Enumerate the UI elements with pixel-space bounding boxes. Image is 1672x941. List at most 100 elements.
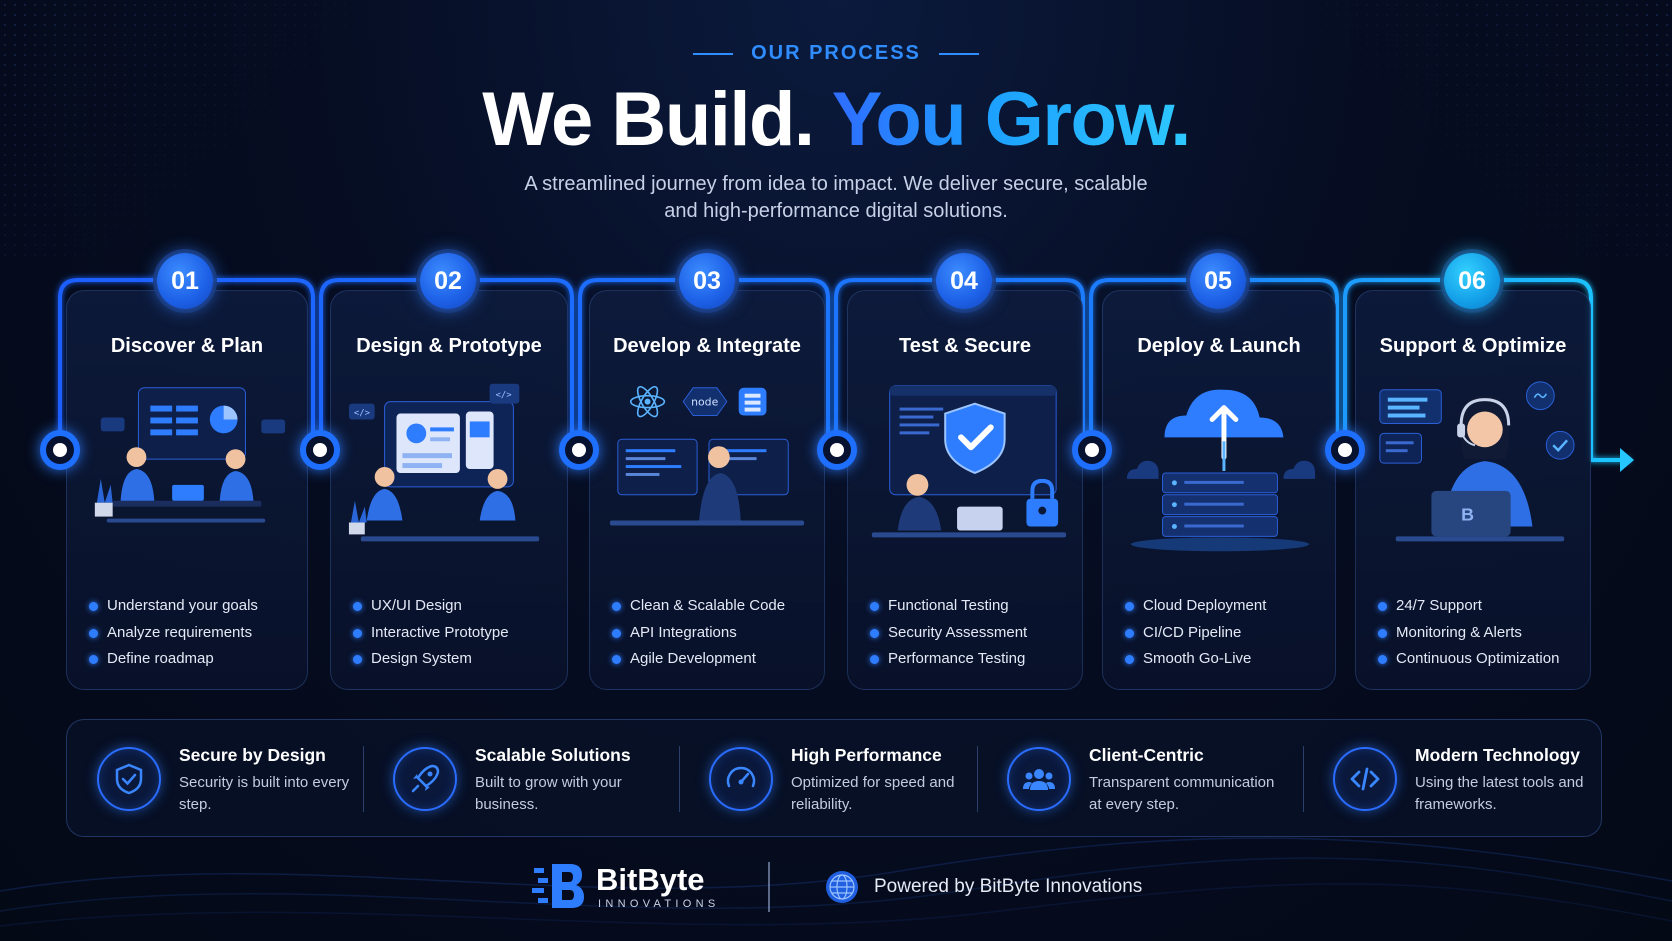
tag-code: </> [354,409,370,419]
list-item: UX/UI Design [353,593,509,620]
eyebrow-line-left [693,52,734,55]
step-badge-04: 04 [936,253,992,309]
step-title: Test & Secure [899,335,1031,357]
timeline-node [817,430,857,470]
step-badge-03: 03 [679,253,735,309]
cloud-server-illustration [1126,389,1316,552]
step-card-6: Support & Optimize B 24/7 Support Monito… [1355,290,1591,690]
powered-by: Powered by BitByte Innovations [824,869,1142,905]
eyebrow-text: OUR PROCESS [751,42,921,64]
feature-client: Client-Centric Transparent communication… [977,720,1303,838]
title-part-2: You Grow. [831,77,1192,162]
feature-title: Secure by Design [179,745,326,765]
lock-icon [1026,478,1059,527]
feature-performance: High Performance Optimized for speed and… [679,720,975,838]
brand-subtitle: INNOVATIONS [598,898,720,910]
step-card-2: Design & Prototype </> </> UX/UI Design … [330,290,568,690]
cloud-upload-icon [1164,389,1284,460]
subtitle-line-1: A streamlined journey from idea to impac… [524,173,1148,195]
arrow-right-icon [1620,448,1634,472]
feature-desc: Transparent communication at every step. [1089,774,1275,813]
feature-modern: Modern Technology Using the latest tools… [1303,720,1603,838]
list-item: Interactive Prototype [353,620,509,647]
title-part-1: We Build. [482,77,815,162]
step-bullets: Functional Testing Security Assessment P… [870,593,1027,673]
developer-illustration: node [609,385,805,526]
list-item: Smooth Go-Live [1125,646,1266,673]
step-card-3: Develop & Integrate node Clean & Scalabl… [589,290,825,690]
divider [679,746,680,812]
step-bullets: 24/7 Support Monitoring & Alerts Continu… [1378,593,1559,673]
list-item: Cloud Deployment [1125,593,1266,620]
dot-pattern-left [0,0,360,260]
list-item: Design System [353,646,509,673]
support-agent-illustration: B [1379,381,1575,542]
list-item: Agile Development [612,646,785,673]
step-bullets: Cloud Deployment CI/CD Pipeline Smooth G… [1125,593,1266,673]
list-item: Monitoring & Alerts [1378,620,1559,647]
dot-pattern-right [1312,0,1672,260]
code-icon [1333,747,1397,811]
powered-by-text: Powered by BitByte Innovations [874,876,1143,897]
step-badge-06: 06 [1444,253,1500,309]
list-item: API Integrations [612,620,785,647]
divider [363,746,364,812]
tag-code: </> [496,391,512,401]
timeline-node [1072,430,1112,470]
footer-divider [768,862,770,912]
step-title: Support & Optimize [1379,335,1567,357]
laptop-logo: B [1461,505,1474,525]
team-planning-illustration [94,387,286,523]
step-card-1: Discover & Plan Understand your goals An… [66,290,308,690]
timeline-node [1325,430,1365,470]
step-card-4: Test & Secure Functional Testing Securit… [847,290,1083,690]
step-bullets: Understand your goals Analyze requiremen… [89,593,258,673]
step-card-5: Deploy & Launch Cloud Deployment CI/CD P… [1102,290,1336,690]
timeline-node [40,430,80,470]
users-icon [1007,747,1071,811]
feature-title: High Performance [791,745,942,765]
list-item: Security Assessment [870,620,1027,647]
step-badge-02: 02 [420,253,476,309]
features-bar: Secure by Design Security is built into … [66,719,1602,837]
feature-desc: Security is built into every step. [179,774,350,813]
list-item: Performance Testing [870,646,1027,673]
step-badge-01: 01 [157,253,213,309]
page-title: We Build. You Grow. [0,78,1672,162]
feature-scalable: Scalable Solutions Built to grow with yo… [363,720,679,838]
section-eyebrow: OUR PROCESS [0,42,1672,65]
feature-desc: Using the latest tools and frameworks. [1415,774,1584,813]
list-item: Analyze requirements [89,620,258,647]
feature-desc: Optimized for speed and reliability. [791,774,955,813]
shield-check-icon [97,747,161,811]
globe-icon [826,871,858,903]
rocket-icon [393,747,457,811]
step-bullets: Clean & Scalable Code API Integrations A… [612,593,785,673]
list-item: Understand your goals [89,593,258,620]
list-item: Clean & Scalable Code [612,593,785,620]
check-circle-icon [1545,430,1575,460]
step-badge-05: 05 [1190,253,1246,309]
divider [1303,746,1304,812]
feature-title: Modern Technology [1415,745,1580,765]
brand-name: BitByte [596,862,705,897]
list-item: CI/CD Pipeline [1125,620,1266,647]
bitbyte-logo-icon [532,864,584,908]
node-tag: node [691,396,718,409]
list-item: 24/7 Support [1378,593,1559,620]
page-subtitle: A streamlined journey from idea to impac… [436,171,1236,225]
react-icon [629,385,666,418]
feature-title: Client-Centric [1089,745,1204,765]
database-icon [738,387,767,416]
list-item: Functional Testing [870,593,1027,620]
list-item: Continuous Optimization [1378,646,1559,673]
feature-secure: Secure by Design Security is built into … [67,720,363,838]
speedometer-icon [709,747,773,811]
shield-check-illustration [871,385,1067,538]
brand-logo: BitByte INNOVATIONS [532,858,715,914]
timeline-node [300,430,340,470]
step-title: Develop & Integrate [613,335,801,357]
step-title: Design & Prototype [356,335,542,357]
feature-desc: Built to grow with your business. [475,774,622,813]
list-item: Define roadmap [89,646,258,673]
